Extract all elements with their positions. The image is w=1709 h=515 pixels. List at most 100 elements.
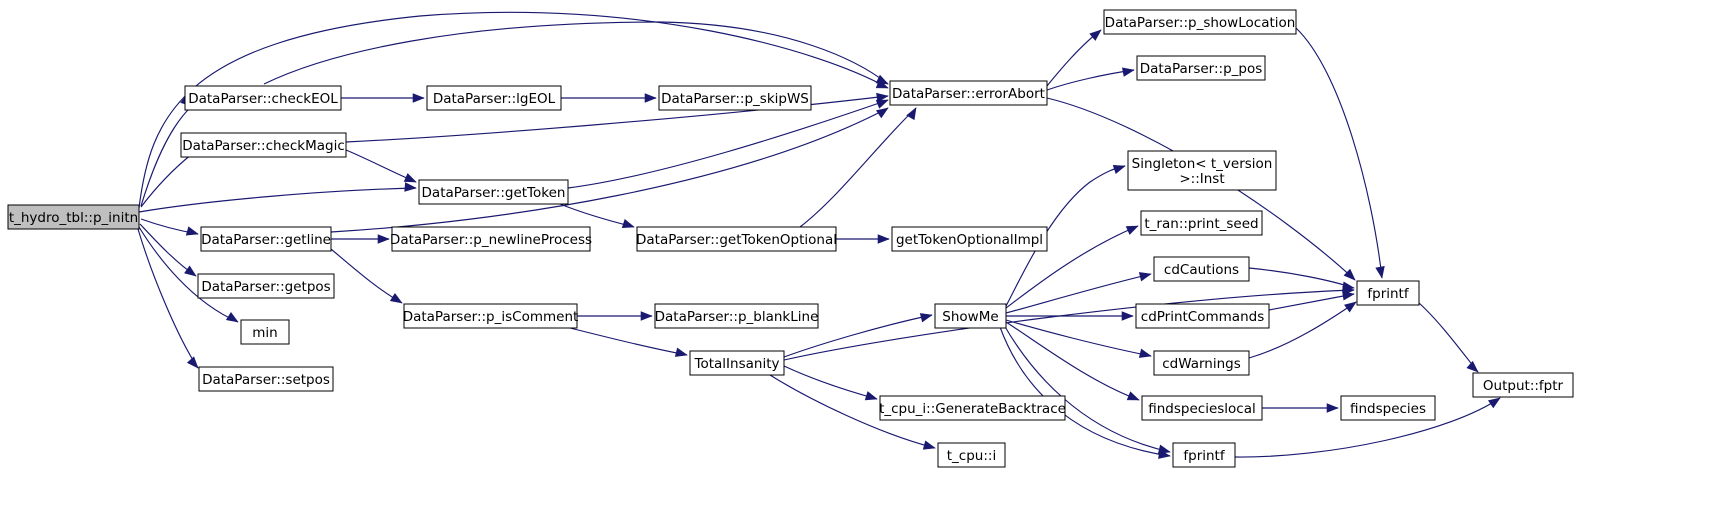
arrowhead-fprintf_r_c <box>1375 266 1385 279</box>
node-box-getTokenOptionalImpl[interactable] <box>891 226 1048 252</box>
node-box-cdPrintCommands[interactable] <box>1135 303 1270 329</box>
node-box-p_newlineProcess[interactable] <box>391 226 591 252</box>
node-label-p_skipWS: DataParser::p_skipWS <box>661 91 809 107</box>
edge-ShowMe-to-fprintf_bottom <box>1003 324 1171 453</box>
arrowhead-Output_fptr_b <box>1487 397 1501 409</box>
node-box-p_blankLine[interactable] <box>654 303 819 329</box>
node-getTokenOptionalImpl[interactable]: getTokenOptionalImpl <box>891 226 1048 252</box>
node-box-fprintf_bottom[interactable] <box>1172 442 1236 468</box>
node-label-getpos: DataParser::getpos <box>201 279 330 295</box>
node-label-Output_fptr: Output::fptr <box>1483 378 1564 394</box>
node-box-findspecieslocal[interactable] <box>1141 395 1263 421</box>
arrowhead-min <box>225 311 239 323</box>
arrowhead-fprintf_r_f <box>1344 301 1357 313</box>
node-box-TotalInsanity[interactable] <box>689 350 785 376</box>
node-box-checkMagic[interactable] <box>180 132 347 158</box>
node-box-lgEOL[interactable] <box>426 85 562 111</box>
arrowhead-errorAbort_b <box>875 74 889 85</box>
node-getpos[interactable]: DataParser::getpos <box>197 273 335 299</box>
edge-checkMagic-to-getToken <box>345 149 417 183</box>
arrowhead-getTokenOptional <box>621 219 635 229</box>
edge-getToken-to-errorAbort <box>567 99 889 189</box>
arrowhead-getToken_b <box>403 173 417 183</box>
node-Output_fptr[interactable]: Output::fptr <box>1472 372 1574 398</box>
node-label-print_seed: t_ran::print_seed <box>1144 216 1258 232</box>
arrowhead-fprintf_r_e <box>1342 291 1355 301</box>
node-box-t_cpu_i[interactable] <box>937 442 1006 468</box>
node-label-cdWarnings: cdWarnings <box>1162 356 1241 372</box>
node-SingletonInst[interactable]: Singleton< t_version>::Inst <box>1127 150 1277 191</box>
node-min[interactable]: min <box>240 319 290 345</box>
node-getToken[interactable]: DataParser::getToken <box>418 179 569 205</box>
edge-p_initn-to-checkEOL <box>140 105 193 207</box>
node-p_pos[interactable]: DataParser::p_pos <box>1136 55 1266 81</box>
node-box-p_pos[interactable] <box>1136 55 1266 81</box>
arrowhead-errorAbort_e <box>875 107 889 119</box>
node-box-errorAbort[interactable] <box>889 80 1048 106</box>
node-label-findspecieslocal: findspecieslocal <box>1148 401 1256 417</box>
node-getline[interactable]: DataParser::getline <box>200 226 332 252</box>
node-box-findspecies[interactable] <box>1340 395 1436 421</box>
node-box-GenerateBacktrace[interactable] <box>879 395 1066 421</box>
node-TotalInsanity[interactable]: TotalInsanity <box>689 350 785 376</box>
node-GenerateBacktrace[interactable]: t_cpu_i::GenerateBacktrace <box>879 395 1066 421</box>
node-cdCautions[interactable]: cdCautions <box>1153 256 1250 282</box>
node-box-p_isComment[interactable] <box>403 303 578 329</box>
node-print_seed[interactable]: t_ran::print_seed <box>1140 210 1263 236</box>
node-p_isComment[interactable]: DataParser::p_isComment <box>403 303 579 329</box>
arrowhead-t_cpu_i <box>922 440 936 450</box>
node-box-getpos[interactable] <box>197 273 335 299</box>
node-box-SingletonInst[interactable] <box>1127 150 1277 191</box>
arrowhead-fprintf_r_d <box>1342 281 1355 291</box>
arrowhead-p_skipWS <box>644 93 657 103</box>
node-fprintf_bottom[interactable]: fprintf <box>1172 442 1236 468</box>
node-lgEOL[interactable]: DataParser::lgEOL <box>426 85 562 111</box>
node-getTokenOptional[interactable]: DataParser::getTokenOptional <box>636 226 837 252</box>
node-label-ShowMe: ShowMe <box>942 309 998 325</box>
node-box-getToken[interactable] <box>418 179 569 205</box>
node-p_initn[interactable]: t_hydro_tbl::p_initn <box>7 204 140 230</box>
node-box-print_seed[interactable] <box>1140 210 1263 236</box>
node-p_blankLine[interactable]: DataParser::p_blankLine <box>654 303 819 329</box>
node-box-min[interactable] <box>240 319 290 345</box>
node-box-getTokenOptional[interactable] <box>636 226 837 252</box>
node-ShowMe[interactable]: ShowMe <box>934 303 1007 329</box>
node-errorAbort[interactable]: DataParser::errorAbort <box>889 80 1048 106</box>
edge-ShowMe-to-SingletonInst <box>1005 165 1126 307</box>
node-checkMagic[interactable]: DataParser::checkMagic <box>180 132 347 158</box>
edge-cdPrintCommands-to-fprintf_right <box>1268 293 1355 311</box>
node-box-ShowMe[interactable] <box>934 303 1007 329</box>
arrowhead-cdCautions <box>1138 272 1152 282</box>
node-box-fprintf_right[interactable] <box>1356 280 1420 306</box>
node-findspecies[interactable]: findspecies <box>1340 395 1436 421</box>
node-cdPrintCommands[interactable]: cdPrintCommands <box>1135 303 1270 329</box>
node-label-fprintf_right: fprintf <box>1367 286 1409 302</box>
node-box-Output_fptr[interactable] <box>1472 372 1574 398</box>
edge-ShowMe-to-cdCautions <box>1005 273 1152 314</box>
node-checkEOL[interactable]: DataParser::checkEOL <box>184 85 342 111</box>
node-box-p_skipWS[interactable] <box>658 85 812 111</box>
arrowhead-p_isComment <box>389 292 403 304</box>
node-box-p_initn[interactable] <box>7 204 140 230</box>
arrowhead-getpos <box>184 265 197 277</box>
node-p_newlineProcess[interactable]: DataParser::p_newlineProcess <box>390 226 592 252</box>
node-label-getTokenOptional: DataParser::getTokenOptional <box>636 232 837 248</box>
node-setpos[interactable]: DataParser::setpos <box>198 366 334 392</box>
node-box-checkEOL[interactable] <box>184 85 342 111</box>
node-cdWarnings[interactable]: cdWarnings <box>1153 350 1250 376</box>
node-label-findspecies: findspecies <box>1350 401 1426 417</box>
node-box-cdWarnings[interactable] <box>1153 350 1250 376</box>
node-fprintf_right[interactable]: fprintf <box>1356 280 1420 306</box>
arrowhead-setpos <box>186 356 199 369</box>
node-label-getToken: DataParser::getToken <box>422 185 566 201</box>
node-box-setpos[interactable] <box>198 366 334 392</box>
node-box-p_showLocation[interactable] <box>1103 9 1297 35</box>
node-box-getline[interactable] <box>200 226 332 252</box>
node-box-cdCautions[interactable] <box>1153 256 1250 282</box>
node-p_skipWS[interactable]: DataParser::p_skipWS <box>658 85 812 111</box>
arrowhead-errorAbort_d <box>875 99 889 109</box>
node-findspecieslocal[interactable]: findspecieslocal <box>1141 395 1263 421</box>
edge-ShowMe-to-findspecieslocal <box>1005 321 1140 401</box>
node-t_cpu_i[interactable]: t_cpu::i <box>937 442 1006 468</box>
node-p_showLocation[interactable]: DataParser::p_showLocation <box>1103 9 1297 35</box>
